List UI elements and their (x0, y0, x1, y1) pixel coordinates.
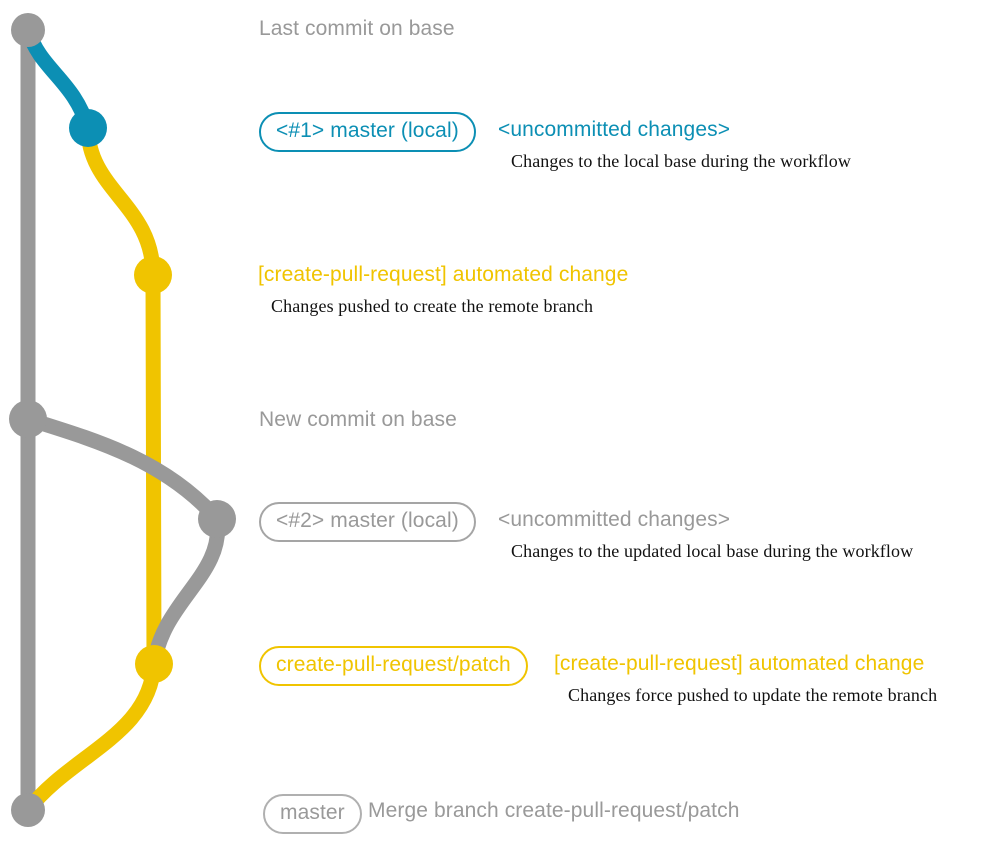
commit-node-merge-head[interactable] (11, 793, 45, 827)
branch-pill-master[interactable]: master (263, 794, 362, 834)
row-headline-automated-change-2: [create-pull-request] automated change (554, 652, 925, 675)
row-subline-local-changes-2: Changes to the updated local base during… (511, 541, 914, 561)
commit-node-base-head[interactable] (11, 13, 45, 47)
row-subline-automated-change-2: Changes force pushed to update the remot… (568, 685, 938, 705)
row-headline-local-changes-1: <uncommitted changes> (498, 118, 731, 141)
commit-node-base-new[interactable] (9, 400, 47, 438)
commit-node-local-2[interactable] (198, 500, 236, 538)
branch-pill-local-1[interactable]: <#1> master (local) (259, 112, 476, 152)
row-headline-last-commit-on-base: Last commit on base (259, 17, 455, 40)
row-subline-automated-change-1: Changes pushed to create the remote bran… (271, 296, 594, 316)
commit-node-remote-2[interactable] (135, 645, 173, 683)
branch-pill-local-2[interactable]: <#2> master (local) (259, 502, 476, 542)
commit-node-remote-1[interactable] (134, 256, 172, 294)
branch-line-local-2 (20, 411, 225, 527)
branch-line-remote-upper (80, 120, 161, 283)
commit-node-local-1[interactable] (69, 109, 107, 147)
row-headline-new-commit-on-base: New commit on base (259, 408, 457, 431)
branch-line-merge (20, 656, 162, 818)
branch-pill-remote-patch[interactable]: create-pull-request/patch (259, 646, 528, 686)
row-headline-local-changes-2: <uncommitted changes> (498, 508, 731, 531)
row-headline-merge-commit: Merge branch create-pull-request/patch (368, 799, 740, 822)
branch-line-local-2-to-remote (146, 511, 226, 672)
row-headline-automated-change-1: [create-pull-request] automated change (258, 263, 629, 286)
row-subline-local-changes-1: Changes to the local base during the wor… (511, 151, 851, 171)
